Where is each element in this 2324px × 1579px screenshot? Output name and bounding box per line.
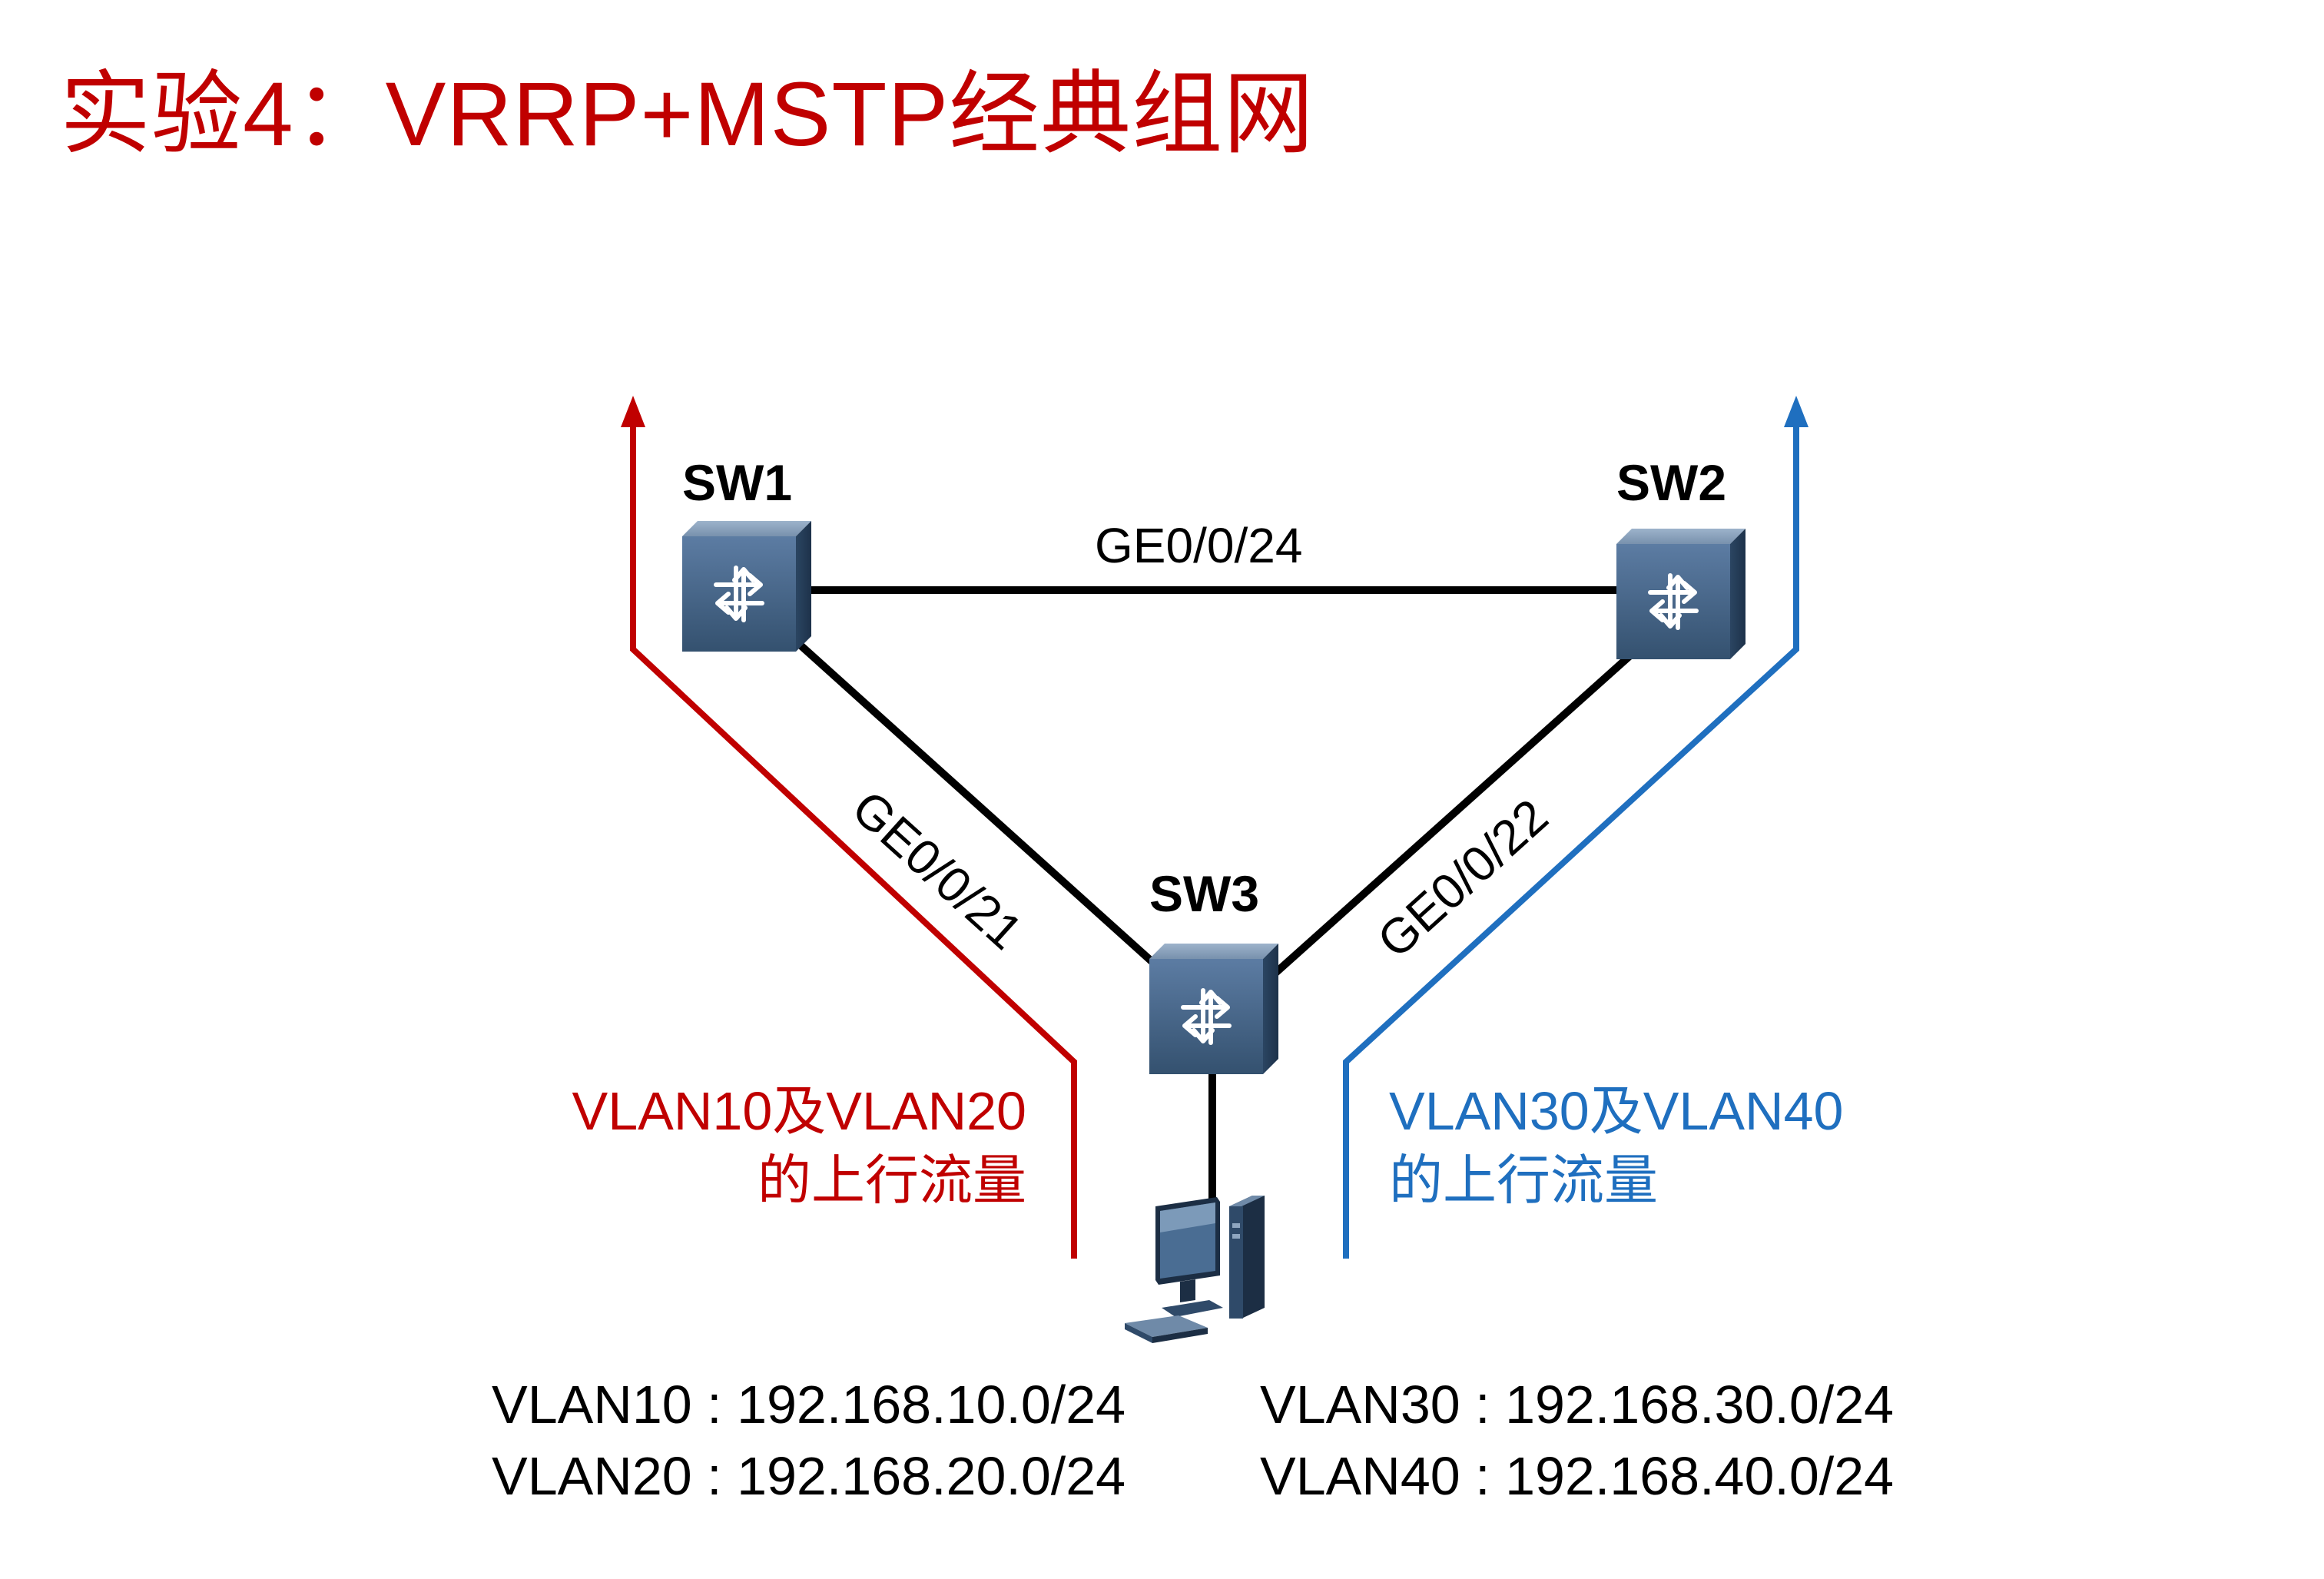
- subnet-vlan30: VLAN30 : 192.168.30.0/24: [1260, 1375, 1895, 1435]
- port-label-ge0-0-24: GE0/0/24: [1095, 518, 1302, 573]
- subnet-vlan40: VLAN40 : 192.168.40.0/24: [1260, 1446, 1895, 1506]
- right-flow-arrow: [1343, 396, 1808, 1259]
- left-flow-arrow: [621, 396, 1077, 1259]
- subnet-vlan20: VLAN20 : 192.168.20.0/24: [492, 1446, 1126, 1506]
- l3-switch-icon: [1616, 529, 1745, 659]
- l3-switch-icon: [1149, 944, 1278, 1074]
- subnet-vlan10: VLAN10 : 192.168.10.0/24: [492, 1375, 1126, 1435]
- pc-icon[interactable]: [1125, 1196, 1265, 1343]
- port-label-ge0-0-22: GE0/0/22: [1367, 788, 1558, 968]
- left-flow-label-line2: 的上行流量: [758, 1150, 1026, 1210]
- sw3-label: SW3: [1149, 865, 1259, 922]
- l3-switch-icon: [682, 521, 811, 652]
- slide-title: 实验4：VRRP+MSTP经典组网: [60, 64, 1315, 165]
- right-flow-label-line1: VLAN30及VLAN40: [1389, 1081, 1843, 1141]
- link-sw1-sw3: [796, 641, 1171, 979]
- left-flow-label-line1: VLAN10及VLAN20: [572, 1081, 1026, 1141]
- subnet-list-left: VLAN10 : 192.168.10.0/24 VLAN20 : 192.16…: [492, 1369, 1126, 1512]
- switch-sw2[interactable]: SW2: [1616, 454, 1745, 659]
- right-flow-label-line2: 的上行流量: [1389, 1150, 1658, 1210]
- switch-sw1[interactable]: SW1: [682, 454, 811, 652]
- switch-sw3[interactable]: SW3: [1149, 865, 1278, 1074]
- sw1-label: SW1: [682, 454, 792, 511]
- subnet-list-right: VLAN30 : 192.168.30.0/24 VLAN40 : 192.16…: [1260, 1369, 1894, 1512]
- link-sw2-sw3: [1269, 633, 1655, 979]
- sw2-label: SW2: [1616, 454, 1726, 511]
